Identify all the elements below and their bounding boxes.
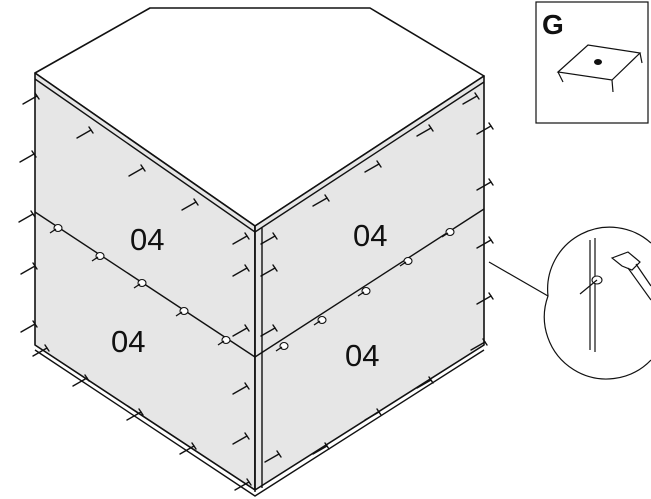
hammer-icon xyxy=(610,251,651,301)
callout-circle-arc xyxy=(543,226,651,380)
inset-panel-g: G xyxy=(535,1,649,124)
nail-icon xyxy=(22,92,40,105)
clip-icon xyxy=(91,251,105,262)
nail-icon xyxy=(234,478,252,491)
clip-icon xyxy=(357,286,371,297)
nail-icon xyxy=(76,126,94,139)
clip-group xyxy=(49,223,455,352)
clip-icon xyxy=(399,256,413,267)
nail-icon xyxy=(470,338,488,351)
nail-icon xyxy=(18,210,36,223)
nail-icon xyxy=(179,442,197,455)
bracket-g-icon xyxy=(556,44,643,93)
nail-icon xyxy=(312,194,330,207)
inset-letter: G xyxy=(542,9,564,40)
nail-icon xyxy=(232,382,250,395)
nail-icon xyxy=(32,344,50,357)
nail-icon xyxy=(476,122,494,135)
clip-icon xyxy=(49,223,63,234)
nail-icon xyxy=(416,124,434,137)
clip-icon xyxy=(217,335,231,346)
nail-icon xyxy=(181,198,199,211)
clip-icon xyxy=(133,278,147,289)
panel-label-lower-left: 04 xyxy=(111,324,145,359)
panel-label-upper-left: 04 xyxy=(130,222,164,257)
nail-icon xyxy=(260,324,278,337)
callout-leader-line xyxy=(488,261,549,297)
nail-icon xyxy=(126,408,144,421)
nail-icon xyxy=(476,292,494,305)
nail-icon xyxy=(232,432,250,445)
nail-icon xyxy=(232,264,250,277)
nail-icon xyxy=(20,262,38,275)
nail-icon xyxy=(260,264,278,277)
nail-icon xyxy=(260,232,278,245)
nail-icon xyxy=(462,92,480,105)
nail-icon xyxy=(364,160,382,173)
panel-label-upper-right: 04 xyxy=(353,218,387,253)
nail-icon xyxy=(476,178,494,191)
clip-icon xyxy=(441,227,455,238)
nail-icon xyxy=(128,164,146,177)
bottom-edge-line xyxy=(34,349,485,497)
clip-icon xyxy=(175,306,189,317)
nail-icon xyxy=(264,450,282,463)
nail-icon xyxy=(232,232,250,245)
nail-icon xyxy=(232,324,250,337)
nail-icon xyxy=(364,408,382,421)
nail-icon xyxy=(476,236,494,249)
nail-detail-icon xyxy=(579,275,603,295)
nail-icon xyxy=(19,150,37,163)
clip-icon xyxy=(275,341,289,352)
panel-label-lower-right: 04 xyxy=(345,338,379,373)
nail-icon xyxy=(416,376,434,389)
nail-icon xyxy=(20,320,38,333)
nail-icon xyxy=(72,374,90,387)
clip-icon xyxy=(313,315,327,326)
nail-icon xyxy=(312,442,330,455)
nail-group xyxy=(18,92,494,491)
hammer-detail-callout xyxy=(488,226,651,380)
